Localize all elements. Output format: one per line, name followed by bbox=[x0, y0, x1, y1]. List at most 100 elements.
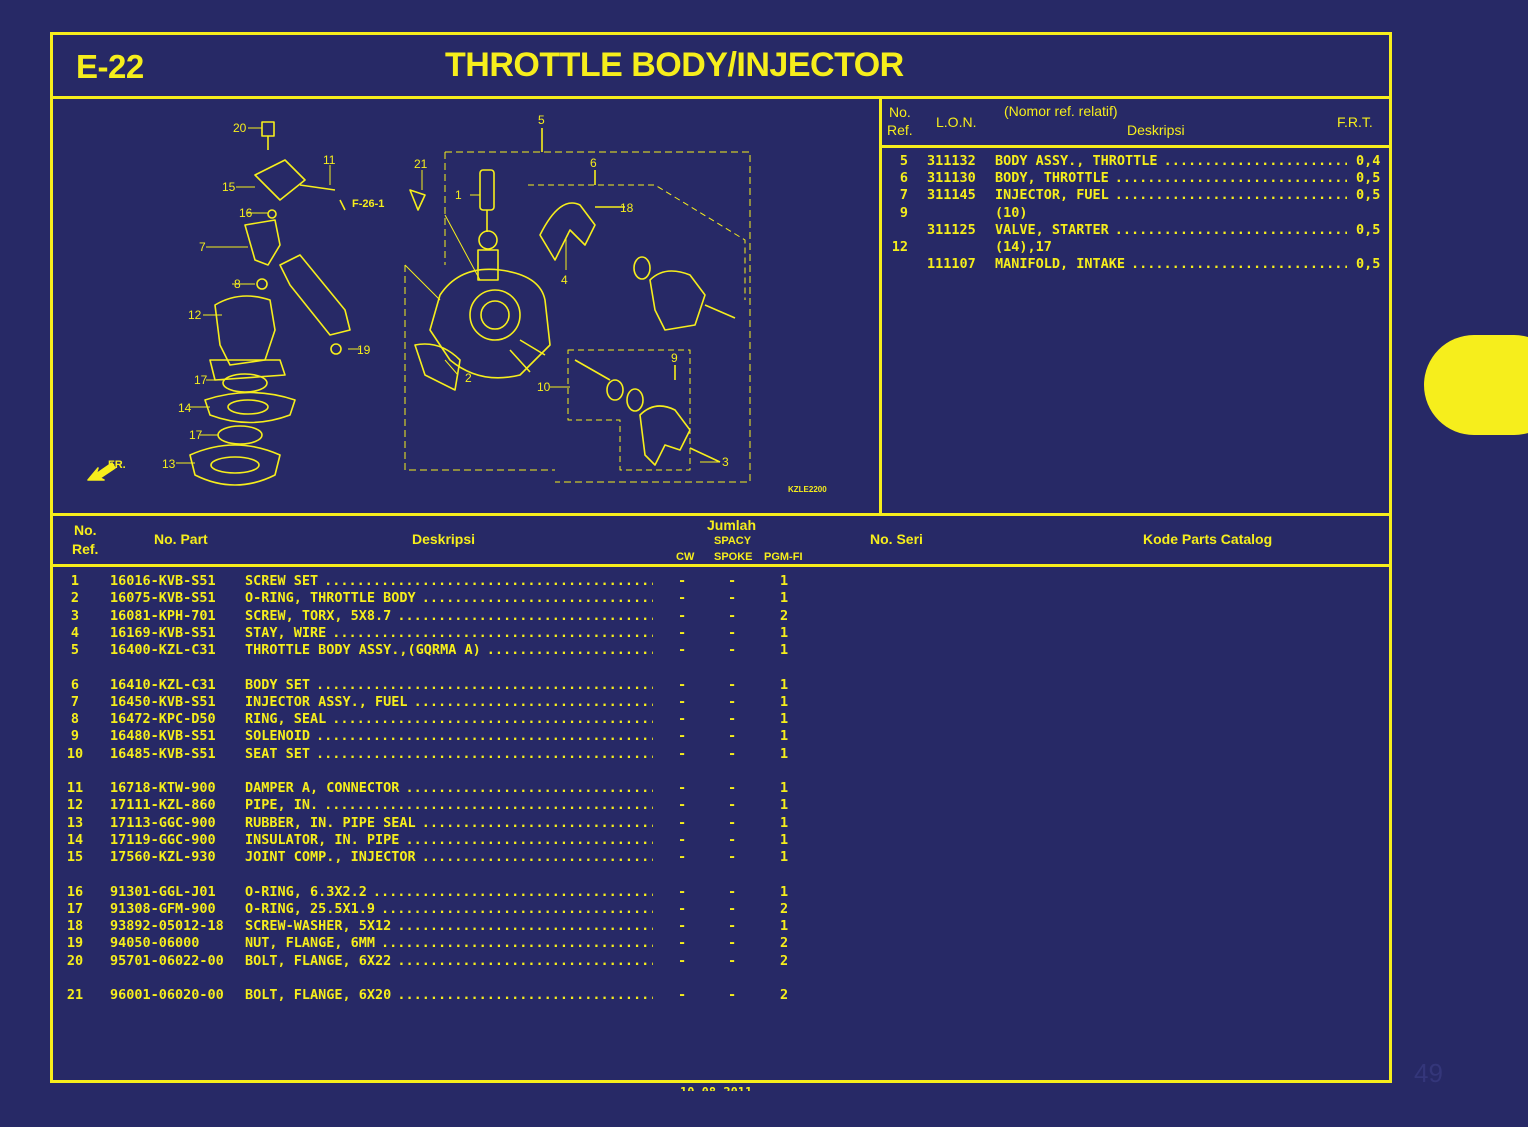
part-qty-cw: - bbox=[678, 693, 687, 710]
callout-label: 3 bbox=[722, 455, 729, 469]
frt-desc: (14),17 bbox=[995, 239, 1052, 255]
divider bbox=[50, 564, 1392, 567]
part-qty-spoke: - bbox=[728, 831, 737, 848]
parts-header-spacy: SPACY bbox=[714, 535, 752, 547]
part-number: 95701-06022-00 bbox=[110, 952, 224, 969]
part-qty-cw: - bbox=[678, 624, 687, 641]
part-qty-cw: - bbox=[678, 831, 687, 848]
callout-label: 9 bbox=[671, 351, 678, 365]
front-arrow-icon bbox=[87, 462, 116, 481]
part-qty-spoke: - bbox=[728, 780, 737, 796]
part-qty-spoke: - bbox=[728, 711, 737, 728]
part-number: 96001-06020-00 bbox=[110, 987, 224, 1003]
callout-label: 15 bbox=[222, 180, 236, 194]
divider bbox=[879, 96, 882, 516]
part-ref: 4 bbox=[70, 624, 80, 641]
part-qty-pgmfi: 1 bbox=[780, 728, 789, 745]
part-number: 16075-KVB-S51 bbox=[110, 590, 216, 607]
part-qty-spoke: - bbox=[728, 987, 737, 1003]
part-qty-pgmfi: 2 bbox=[780, 607, 789, 624]
frt-lon: 311145 bbox=[927, 187, 976, 204]
frt-desc: BODY ASSY., THROTTLE bbox=[995, 153, 1347, 170]
part-qty-pgmfi: 1 bbox=[780, 693, 789, 710]
part-ref: 16 bbox=[66, 883, 84, 900]
part-qty-cw: - bbox=[678, 883, 687, 900]
part-ref: 15 bbox=[66, 849, 84, 866]
part-ref: 21 bbox=[66, 987, 84, 1003]
part-qty-pgmfi: 1 bbox=[780, 797, 789, 814]
part-qty-pgmfi: 1 bbox=[780, 624, 789, 641]
part-ref: 14 bbox=[66, 831, 84, 848]
parts-header-cw: CW bbox=[676, 551, 695, 563]
part-desc: BOLT, FLANGE, 6X20 bbox=[245, 987, 653, 1004]
callout-label: 18 bbox=[620, 201, 634, 215]
part-desc: O-RING, 25.5X1.9 bbox=[245, 901, 653, 918]
part-ref: 3 bbox=[70, 607, 80, 624]
frt-lon: 111107 bbox=[927, 256, 976, 273]
callout-label: 11 bbox=[323, 153, 336, 167]
callout-label: 5 bbox=[538, 113, 545, 127]
frt-desc: BODY, THROTTLE bbox=[995, 170, 1347, 187]
part-number: 16472-KPC-D50 bbox=[110, 711, 216, 728]
part-number: 16450-KVB-S51 bbox=[110, 693, 216, 710]
part-qty-pgmfi: 2 bbox=[780, 952, 789, 969]
part-qty-cw: - bbox=[678, 935, 687, 952]
part-desc: BODY SET bbox=[245, 677, 653, 694]
frt-header-ref: Ref. bbox=[887, 122, 913, 138]
part-qty-spoke: - bbox=[728, 797, 737, 814]
part-desc: THROTTLE BODY ASSY.,(GQRMA A) bbox=[245, 642, 653, 659]
part-qty-spoke: - bbox=[728, 883, 737, 900]
part-qty-pgmfi: 1 bbox=[780, 831, 789, 848]
part-qty-cw: - bbox=[678, 987, 687, 1003]
part-ref: 1 bbox=[70, 573, 80, 589]
part-qty-spoke: - bbox=[728, 607, 737, 624]
part-qty-pgmfi: 1 bbox=[780, 745, 789, 762]
part-qty-spoke: - bbox=[728, 952, 737, 969]
diagram-drawing bbox=[87, 121, 751, 486]
part-qty-pgmfi: 1 bbox=[780, 814, 789, 831]
part-qty-spoke: - bbox=[728, 590, 737, 607]
callout-label: 21 bbox=[414, 157, 428, 171]
part-desc: NUT, FLANGE, 6MM bbox=[245, 935, 653, 952]
part-ref: 12 bbox=[66, 797, 84, 814]
part-number: 16081-KPH-701 bbox=[110, 607, 216, 624]
part-ref: 7 bbox=[70, 693, 80, 710]
frt-header-no: No. bbox=[889, 104, 911, 120]
part-qty-pgmfi: 1 bbox=[780, 711, 789, 728]
parts-header-desc: Deskripsi bbox=[412, 531, 476, 547]
callout-label: 12 bbox=[188, 308, 202, 322]
frt-desc: VALVE, STARTER bbox=[995, 222, 1347, 239]
part-qty-pgmfi: 2 bbox=[780, 935, 789, 952]
frt-lon: 311130 bbox=[927, 170, 976, 187]
part-qty-pgmfi: 1 bbox=[780, 590, 789, 607]
part-qty-spoke: - bbox=[728, 849, 737, 866]
part-ref: 20 bbox=[66, 952, 84, 969]
page-tab-marker[interactable] bbox=[1424, 335, 1528, 435]
callout-label: 20 bbox=[233, 121, 247, 135]
part-number: 16400-KZL-C31 bbox=[110, 642, 216, 659]
part-number: 17560-KZL-930 bbox=[110, 849, 216, 866]
callout-label: 16 bbox=[239, 206, 253, 220]
